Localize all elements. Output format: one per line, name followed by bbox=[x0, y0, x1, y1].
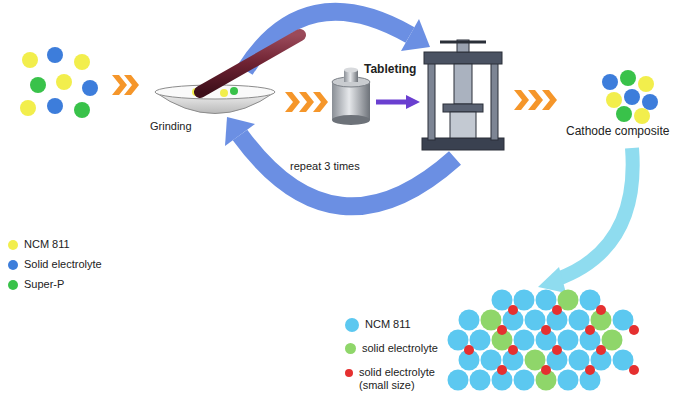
small-electrolyte-particle bbox=[497, 365, 507, 375]
raw-particle bbox=[30, 77, 46, 93]
cycle-label: repeat 3 times bbox=[290, 160, 360, 173]
composite-particle bbox=[620, 70, 636, 86]
small-electrolyte-particle bbox=[585, 365, 595, 375]
composite-particle bbox=[634, 108, 650, 124]
process-chevron bbox=[528, 90, 543, 110]
process-chevron bbox=[313, 92, 328, 112]
legend-item: solid electrolyte bbox=[345, 342, 440, 355]
small-electrolyte-particle bbox=[552, 305, 562, 315]
cycle-arrow bbox=[225, 12, 455, 207]
legend-text: NCM 811 bbox=[365, 318, 411, 331]
small-electrolyte-particle bbox=[464, 345, 474, 355]
cluster-particle bbox=[558, 370, 579, 391]
legend-item: solid electrolyte (small size) bbox=[345, 366, 440, 392]
small-electrolyte-particle bbox=[541, 365, 551, 375]
cluster-particle bbox=[459, 310, 480, 331]
particle-drawings bbox=[20, 47, 658, 391]
legend-swatch bbox=[345, 369, 353, 377]
legend-item: NCM 811 bbox=[345, 318, 440, 332]
small-electrolyte-particle bbox=[596, 305, 606, 315]
raw-particle bbox=[56, 74, 72, 90]
raw-particle bbox=[74, 102, 90, 118]
legend-text: NCM 811 bbox=[24, 238, 70, 251]
legend-item: Super-P bbox=[8, 278, 128, 291]
raw-particle bbox=[47, 47, 63, 63]
legend-item: NCM 811 bbox=[8, 238, 128, 251]
tableting-arrow bbox=[376, 95, 420, 109]
legend-item: Solid electrolyte bbox=[8, 258, 128, 271]
raw-particle bbox=[74, 54, 90, 70]
composite-particle bbox=[616, 106, 632, 122]
small-electrolyte-particle bbox=[629, 365, 639, 375]
small-electrolyte-particle bbox=[585, 325, 595, 335]
composite-particle bbox=[606, 92, 622, 108]
cluster-particle bbox=[514, 370, 535, 391]
legend-swatch bbox=[8, 260, 18, 270]
detail-arrow bbox=[538, 148, 633, 293]
mortar-and-pestle bbox=[155, 35, 300, 114]
raw-particle bbox=[82, 80, 98, 96]
small-electrolyte-particle bbox=[629, 325, 639, 335]
legend-swatch bbox=[8, 280, 18, 290]
legend-text: solid electrolyte (small size) bbox=[359, 366, 440, 392]
small-electrolyte-particle bbox=[596, 345, 606, 355]
process-chevron bbox=[124, 75, 139, 95]
composite-particle bbox=[642, 94, 658, 110]
process-chevron bbox=[542, 90, 557, 110]
composite-particle bbox=[624, 89, 640, 105]
composite-particle bbox=[602, 74, 618, 90]
process-chevron bbox=[299, 92, 314, 112]
process-chevron bbox=[112, 75, 127, 95]
legend-text: Super-P bbox=[24, 278, 64, 291]
step-label: Grinding bbox=[150, 120, 192, 133]
small-electrolyte-particle bbox=[508, 305, 518, 315]
product-label: Cathode composite bbox=[566, 124, 669, 138]
legend-swatch bbox=[8, 240, 18, 250]
legend-text: Solid electrolyte bbox=[24, 258, 102, 271]
process-chevron bbox=[514, 90, 529, 110]
cluster-particle bbox=[448, 370, 469, 391]
step-label: Tableting bbox=[364, 62, 416, 76]
legend-swatch bbox=[345, 343, 356, 354]
raw-particle bbox=[22, 52, 38, 68]
small-electrolyte-particle bbox=[552, 345, 562, 355]
composite-particle bbox=[638, 76, 654, 92]
small-electrolyte-particle bbox=[497, 325, 507, 335]
raw-particle bbox=[47, 98, 63, 114]
legend-swatch bbox=[345, 318, 359, 332]
small-electrolyte-particle bbox=[541, 325, 551, 335]
pellet-die bbox=[332, 68, 370, 126]
raw-particle bbox=[20, 100, 36, 116]
cluster-particle bbox=[470, 370, 491, 391]
tablet-press bbox=[422, 40, 504, 150]
small-electrolyte-particle bbox=[508, 345, 518, 355]
legend-text: solid electrolyte bbox=[362, 342, 438, 355]
process-chevron bbox=[285, 92, 300, 112]
